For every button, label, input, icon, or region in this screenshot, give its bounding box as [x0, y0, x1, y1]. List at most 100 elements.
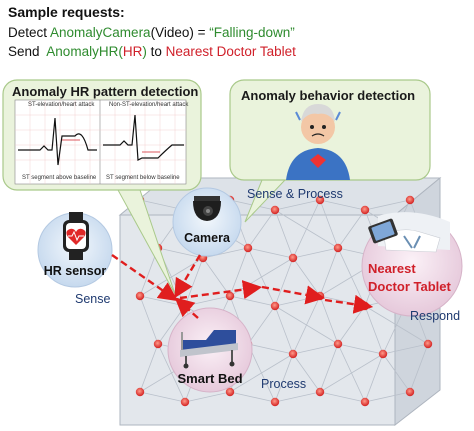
doctor-tablet-node — [361, 212, 463, 317]
mesh-link — [337, 343, 384, 355]
camera-label: Camera — [184, 231, 230, 245]
mesh-link — [409, 343, 429, 393]
mesh-node-dot — [153, 339, 163, 349]
mesh-link — [364, 199, 411, 211]
mesh-link — [274, 353, 294, 403]
mesh-node-dot — [333, 339, 343, 349]
mesh-link — [292, 353, 321, 393]
mesh-link — [274, 305, 294, 355]
doctor-icon — [368, 212, 450, 253]
mesh-link — [382, 343, 429, 355]
mesh-link — [202, 257, 231, 297]
mesh-node-dot — [270, 397, 280, 407]
elder-person-icon — [286, 104, 350, 180]
mesh-node-dot — [423, 339, 433, 349]
mesh-link — [247, 305, 276, 345]
mesh-link — [139, 295, 159, 345]
mesh-node-dot — [180, 397, 190, 407]
mesh-link — [247, 209, 276, 249]
mesh-link — [292, 295, 321, 355]
mesh-link — [184, 391, 231, 403]
mesh-node-dot — [405, 195, 415, 205]
mesh-link — [274, 209, 294, 259]
request-arg-open: ( — [118, 44, 123, 59]
request-line-2: Send AnomalyHR(HR) to Nearest Doctor Tab… — [8, 44, 296, 59]
mesh-link — [319, 343, 339, 393]
mesh-link — [319, 391, 366, 403]
behavior-bubble — [229, 79, 431, 223]
mesh-node-dot — [405, 387, 415, 397]
ecg-right-caption: ST segment below baseline — [106, 175, 180, 181]
hr-pattern-title: Anomaly HR pattern detection — [12, 84, 199, 99]
mesh-node-dot — [225, 387, 235, 397]
mesh-link — [274, 257, 294, 307]
bed-icon — [180, 330, 238, 369]
mesh-link — [364, 353, 384, 403]
smart-bed-node — [167, 307, 253, 393]
mesh-node-dot — [288, 349, 298, 359]
sense-label: Sense — [75, 292, 111, 306]
mesh-link — [229, 391, 276, 403]
mesh-node-dot — [135, 387, 145, 397]
mesh-link — [364, 391, 411, 403]
mesh-node-dot — [135, 291, 145, 301]
mesh-link — [364, 305, 384, 355]
mesh-link — [139, 391, 186, 403]
mesh-link — [319, 199, 339, 249]
mesh-link — [229, 353, 294, 393]
mesh-node-dot — [270, 301, 280, 311]
request-arg: HR — [122, 44, 143, 59]
arrow-hr-to-hub — [111, 254, 178, 302]
mesh-node-dot — [315, 387, 325, 397]
mesh-link — [292, 199, 321, 259]
camera-icon — [193, 196, 221, 221]
mesh-link — [247, 247, 294, 259]
mesh-link — [292, 343, 339, 355]
arrow-camera-to-hub — [174, 254, 202, 299]
mesh-link — [139, 343, 159, 393]
mesh-link — [229, 247, 249, 297]
ecg-left-caption: ST segment above baseline — [22, 175, 97, 181]
hr-sensor-label: HR sensor — [43, 264, 107, 278]
arrow-hub-to-mid — [179, 280, 263, 300]
mesh-link — [157, 247, 204, 259]
hr-sensor-node — [37, 212, 113, 288]
smart-bed-label: Smart Bed — [177, 371, 243, 386]
arrow-bed-to-hub — [174, 297, 199, 319]
mesh-node-dot — [288, 253, 298, 263]
request-eq: = — [193, 25, 210, 40]
mesh-link — [319, 199, 366, 211]
mesh-link — [319, 353, 384, 393]
mesh-node-dot — [360, 205, 370, 215]
request-verb: Send — [8, 44, 47, 59]
mesh-node-dot — [333, 243, 343, 253]
arrow-right-to-doctor — [324, 294, 374, 314]
mesh-link — [139, 257, 204, 297]
request-target: Nearest Doctor Tablet — [165, 44, 296, 59]
mesh-node-dot — [360, 397, 370, 407]
request-value: “Falling-down” — [209, 25, 295, 40]
request-arg-close: ) — [142, 44, 147, 59]
request-function: AnomalyHR — [46, 44, 119, 59]
ecg-wave-right — [103, 114, 184, 161]
mesh-node-dot — [243, 243, 253, 253]
respond-label: Respond — [410, 309, 461, 323]
watch-icon — [63, 212, 89, 260]
request-line-1: Detect AnomalyCamera(Video) = “Falling-d… — [8, 25, 295, 40]
mesh-node-dot — [225, 291, 235, 301]
mesh-link — [247, 343, 294, 355]
mesh-node-dot — [270, 205, 280, 215]
sense-process-label: Sense & Process — [247, 187, 343, 201]
mesh-node-dot — [315, 195, 325, 205]
flow-arrows — [111, 254, 374, 319]
mesh-link — [274, 199, 321, 211]
mesh-link — [274, 391, 321, 403]
doctor-label-line1: Nearest — [368, 261, 416, 276]
request-function: AnomalyCamera — [50, 25, 151, 40]
process-label: Process — [261, 377, 307, 391]
ecg-left-top: ST-elevation/heart attack — [28, 102, 95, 108]
request-arg: (Video) — [150, 25, 194, 40]
mesh-link — [382, 353, 411, 393]
mesh-link — [337, 209, 366, 249]
